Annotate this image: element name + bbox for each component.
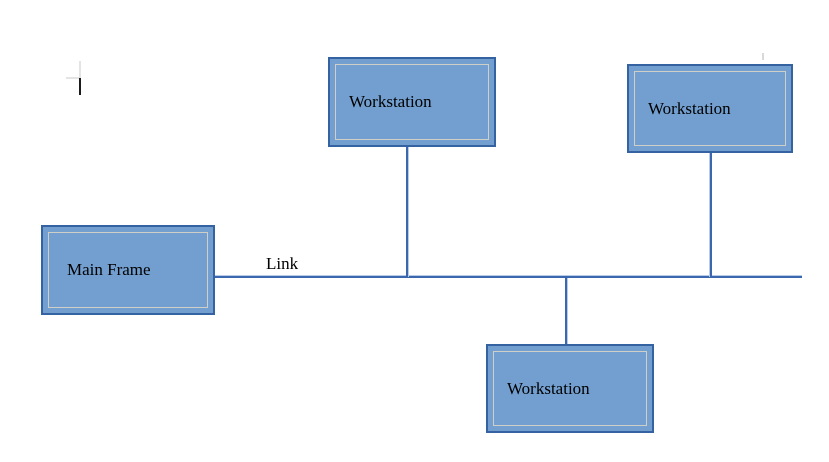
- node-main-frame[interactable]: Main Frame: [41, 225, 215, 315]
- node-workstation-bottom[interactable]: Workstation: [486, 344, 654, 433]
- node-label: Workstation: [648, 98, 731, 118]
- connector-right-workstation[interactable]: [710, 153, 712, 277]
- bus-line[interactable]: [214, 276, 802, 278]
- node-label: Workstation: [349, 92, 432, 111]
- node-workstation-top[interactable]: Workstation: [328, 57, 496, 147]
- page-corner-mark-horizontal: [66, 77, 81, 79]
- selection-handle-tick: [762, 53, 764, 60]
- node-workstation-right[interactable]: Workstation: [627, 64, 793, 153]
- link-label: Link: [266, 254, 299, 273]
- page-corner-mark-vertical: [79, 61, 81, 78]
- text-caret: [79, 78, 81, 95]
- node-label: Workstation: [507, 378, 590, 398]
- connector-top-workstation[interactable]: [406, 147, 408, 277]
- node-label: Main Frame: [67, 260, 151, 279]
- connector-bottom-workstation[interactable]: [565, 278, 567, 344]
